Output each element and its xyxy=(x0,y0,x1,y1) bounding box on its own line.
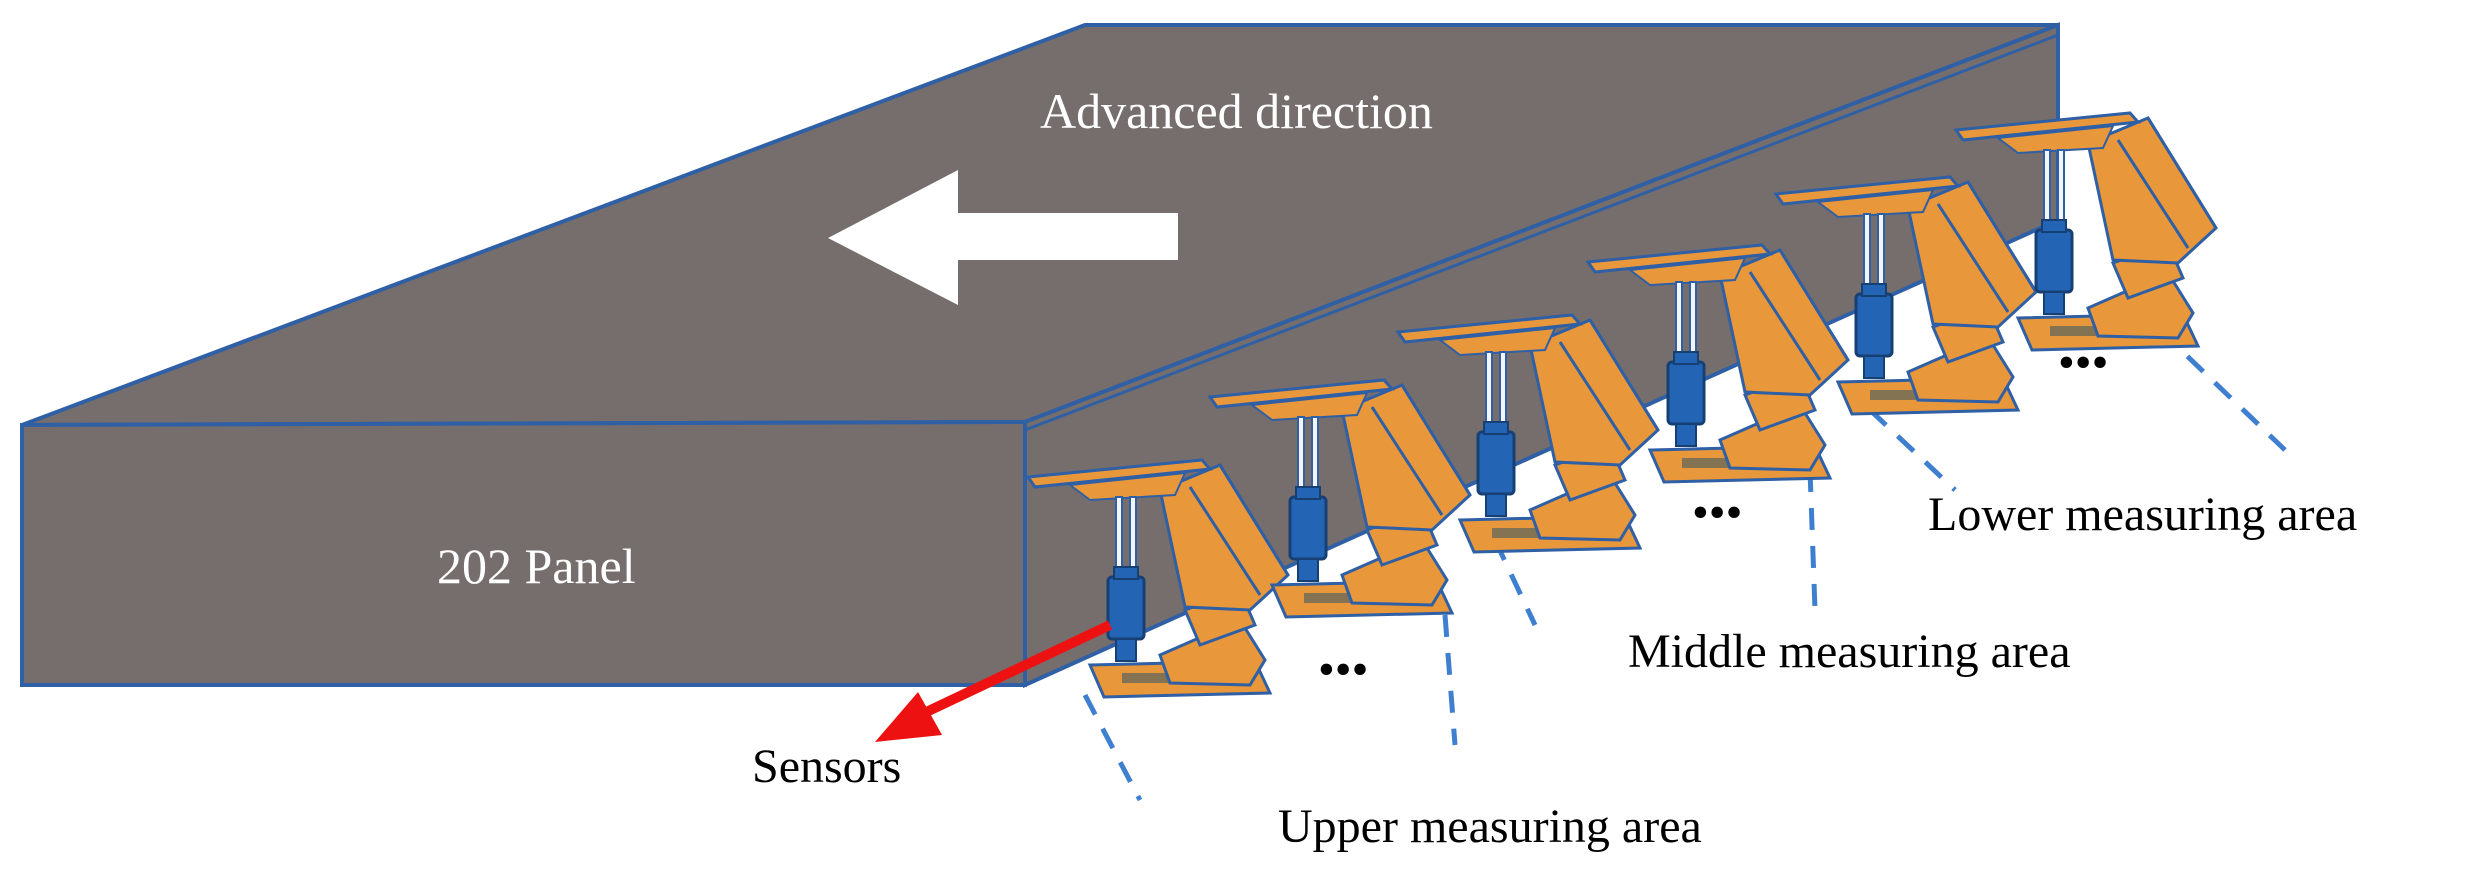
lower-area-dash-left xyxy=(1868,408,1957,492)
middle-area-ellipsis: ••• xyxy=(1692,486,1742,539)
middle-area-dash-right xyxy=(1807,469,1818,611)
upper-measuring-area-label: Upper measuring area xyxy=(1278,800,1702,853)
lower-measuring-area-label: Lower measuring area xyxy=(1928,488,2357,541)
middle-area-dash-left xyxy=(1492,538,1538,627)
panel-label: 202 Panel xyxy=(437,538,636,594)
measuring-area-boundaries xyxy=(1082,328,2287,802)
middle-measuring-area-label: Middle measuring area xyxy=(1628,625,2071,678)
upper-area-ellipsis: ••• xyxy=(1318,643,1368,696)
upper-area-dash-right xyxy=(1442,614,1458,746)
upper-area-dash-left xyxy=(1082,693,1143,802)
red-arrow-icon xyxy=(875,620,1113,742)
lower-area-ellipsis: ••• xyxy=(2058,336,2108,389)
advanced-direction-label: Advanced direction xyxy=(1040,83,1433,139)
lower-area-dash-right xyxy=(2158,328,2287,452)
panel-edge-line xyxy=(1024,33,2059,432)
sensors-label: Sensors xyxy=(752,740,901,793)
left-arrow-icon xyxy=(828,170,1178,305)
